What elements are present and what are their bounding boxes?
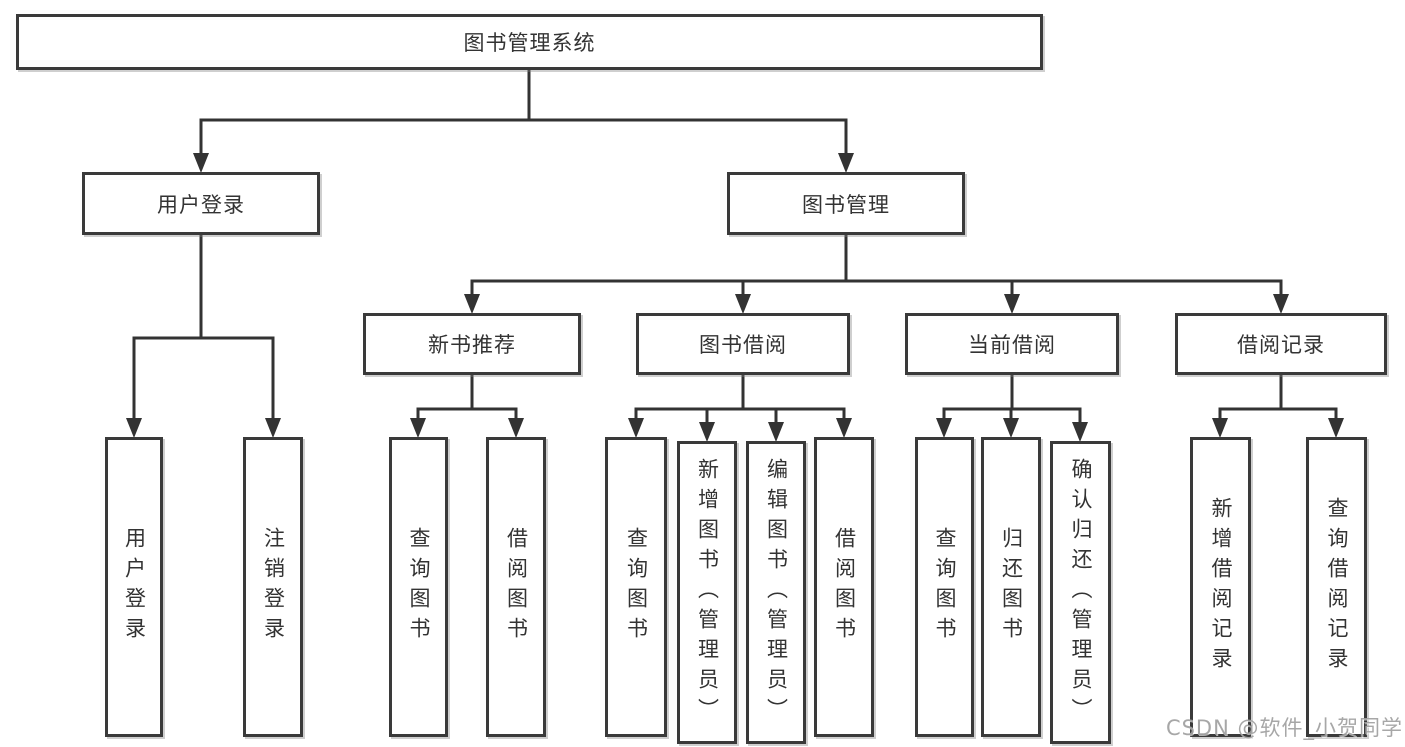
node-root: 图书管理系统 — [16, 14, 1043, 70]
leaf-newbooks-borrow-label: 借阅图书 — [504, 527, 529, 647]
leaf-current-confirm-admin: 确认归还（管理员） — [1050, 441, 1111, 744]
leaf-borrow-query-label: 查询图书 — [624, 527, 649, 647]
leaf-records-add: 新增借阅记录 — [1190, 437, 1251, 737]
leaf-user-login: 用户登录 — [105, 437, 163, 737]
node-borrow-records-label: 借阅记录 — [1237, 333, 1325, 357]
leaf-borrow-add-admin-label: 新增图书（管理员） — [695, 457, 720, 728]
leaf-newbooks-query-label: 查询图书 — [407, 527, 431, 647]
node-user-login: 用户登录 — [82, 172, 320, 235]
node-user-login-label: 用户登录 — [157, 192, 245, 217]
node-book-management: 图书管理 — [727, 172, 965, 235]
node-root-label: 图书管理系统 — [463, 31, 596, 55]
node-book-borrow: 图书借阅 — [636, 313, 850, 375]
leaf-current-return: 归还图书 — [981, 437, 1041, 737]
leaf-borrow-edit-admin-label: 编辑图书（管理员） — [764, 457, 789, 728]
leaf-records-query: 查询借阅记录 — [1306, 437, 1367, 737]
node-borrow-records: 借阅记录 — [1175, 313, 1387, 375]
leaf-logout-label: 注销登录 — [261, 527, 286, 647]
node-book-management-label: 图书管理 — [802, 192, 890, 217]
leaf-current-return-label: 归还图书 — [999, 527, 1024, 647]
leaf-current-confirm-admin-label: 确认归还（管理员） — [1069, 457, 1093, 728]
node-new-book-recommend: 新书推荐 — [363, 313, 581, 375]
leaf-newbooks-query: 查询图书 — [389, 437, 448, 737]
leaf-current-query: 查询图书 — [915, 437, 974, 737]
csdn-watermark: CSDN @软件_小贺同学 — [1165, 716, 1403, 740]
leaf-current-query-label: 查询图书 — [933, 527, 957, 647]
leaf-logout: 注销登录 — [243, 437, 303, 737]
node-current-borrow-label: 当前借阅 — [968, 333, 1056, 357]
node-current-borrow: 当前借阅 — [905, 313, 1119, 375]
leaf-records-add-label: 新增借阅记录 — [1209, 497, 1233, 677]
leaf-user-login-label: 用户登录 — [122, 527, 147, 647]
leaf-newbooks-borrow: 借阅图书 — [486, 437, 546, 737]
node-new-book-recommend-label: 新书推荐 — [428, 333, 516, 357]
leaf-borrow-edit-admin: 编辑图书（管理员） — [746, 441, 806, 744]
leaf-borrow-borrow-label: 借阅图书 — [832, 527, 857, 647]
leaf-records-query-label: 查询借阅记录 — [1325, 497, 1349, 677]
node-book-borrow-label: 图书借阅 — [699, 333, 787, 357]
leaf-borrow-add-admin: 新增图书（管理员） — [677, 441, 737, 744]
leaf-borrow-borrow: 借阅图书 — [814, 437, 874, 737]
leaf-borrow-query: 查询图书 — [605, 437, 667, 737]
